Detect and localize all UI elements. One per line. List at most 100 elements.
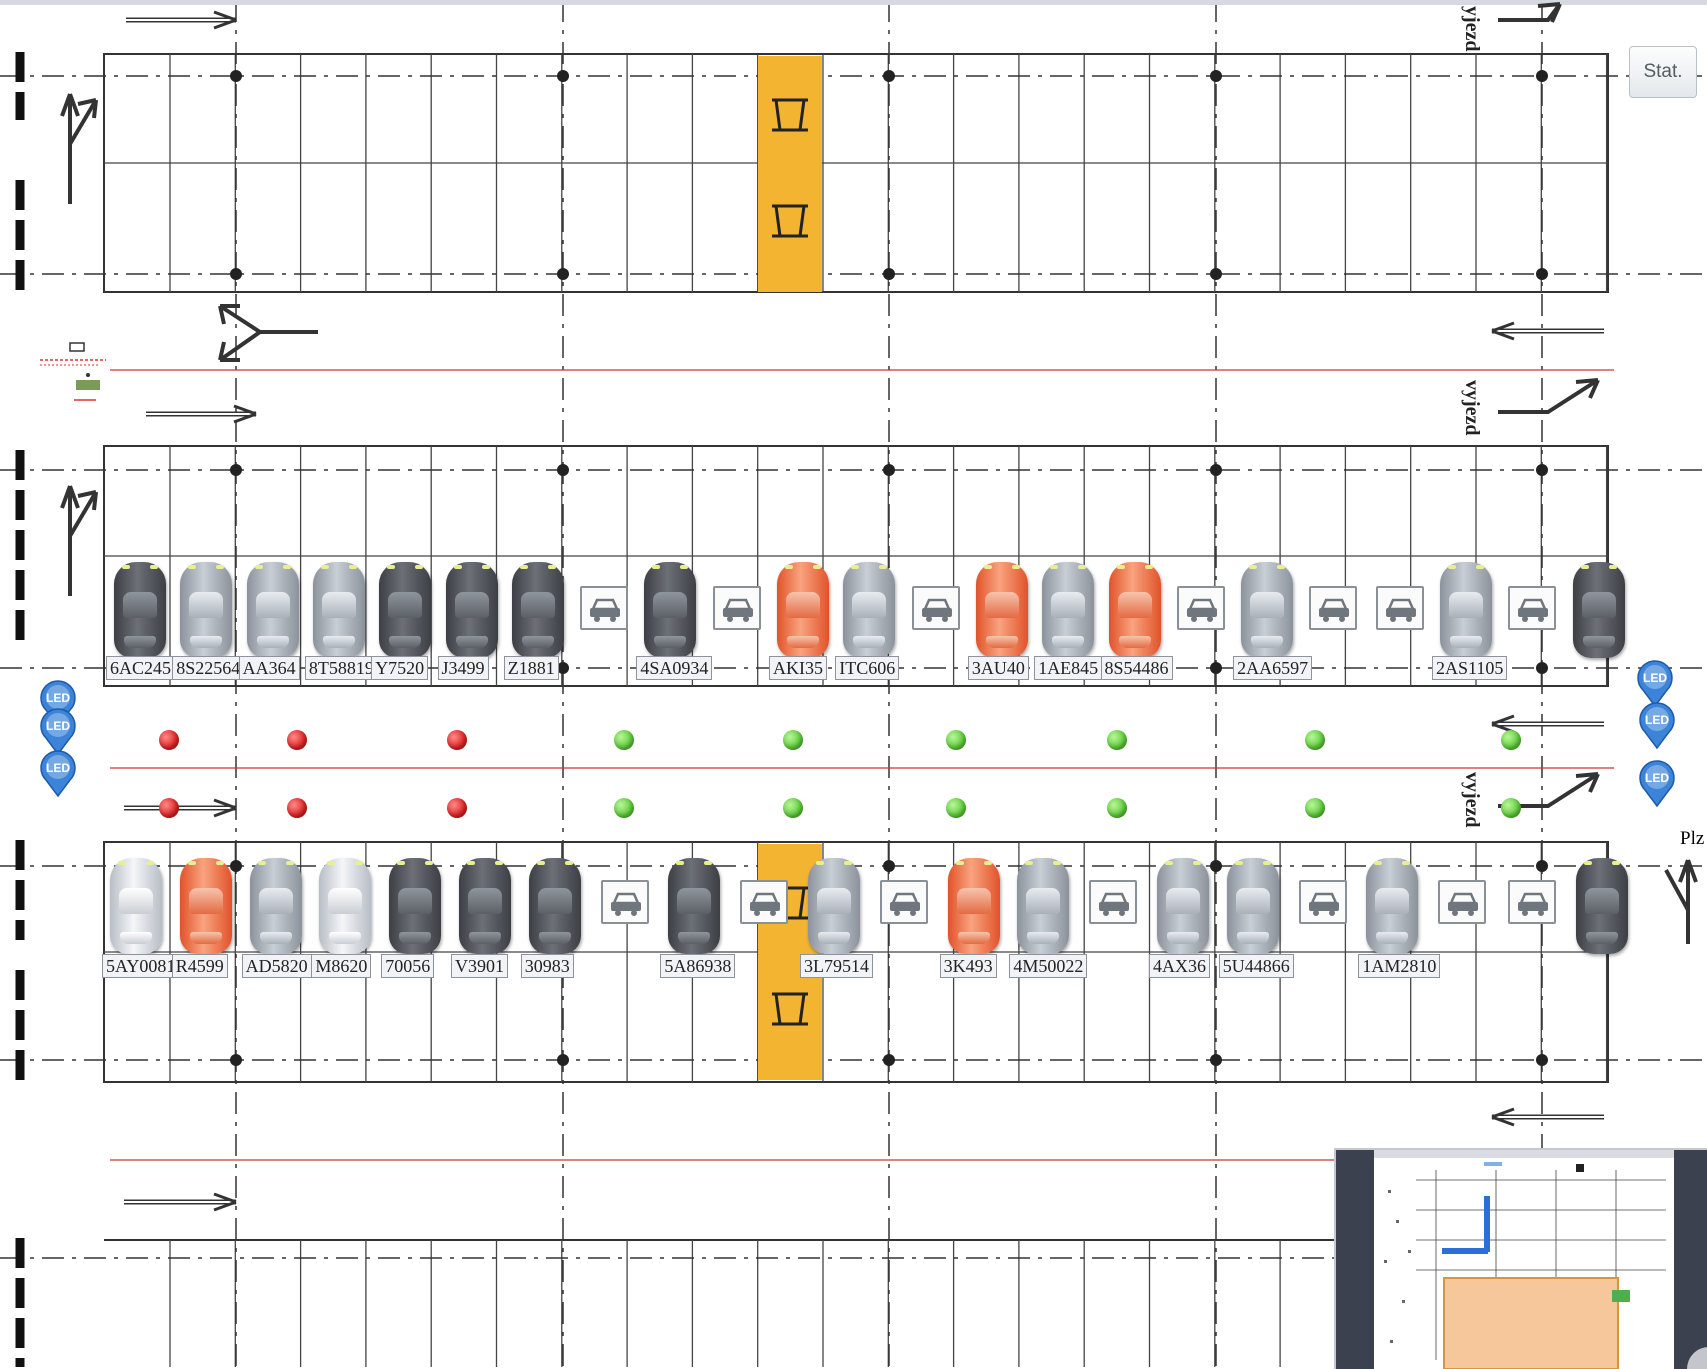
- occupied-indicator: [287, 730, 307, 750]
- column: [1210, 268, 1222, 280]
- license-plate: 5AY0081: [102, 954, 180, 978]
- license-plate: 4AX36: [1149, 954, 1210, 978]
- parked-car[interactable]: [179, 858, 232, 954]
- free-slot-icon[interactable]: [1375, 586, 1424, 630]
- parked-car[interactable]: [246, 562, 299, 658]
- parked-car[interactable]: [389, 858, 442, 954]
- arrow-left-icon: [1491, 714, 1604, 734]
- parked-car[interactable]: [777, 562, 829, 658]
- free-slot-icon[interactable]: [1089, 880, 1138, 924]
- fork-arrow-icon: [1664, 859, 1698, 944]
- parked-car[interactable]: [312, 562, 365, 658]
- license-plate: 5A86938: [660, 954, 736, 978]
- free-slot-icon[interactable]: [1508, 586, 1557, 630]
- parked-car[interactable]: [947, 858, 1000, 954]
- parked-car[interactable]: [644, 562, 697, 658]
- svg-text:LED: LED: [1645, 771, 1669, 785]
- parked-car[interactable]: [180, 562, 233, 658]
- parked-car[interactable]: [379, 562, 432, 658]
- exit-label-top: yjezd: [1461, 6, 1483, 52]
- parked-car[interactable]: [1017, 858, 1070, 954]
- exit-arrow-icon: [1498, 378, 1600, 414]
- license-plate: M8620: [311, 954, 372, 978]
- column: [230, 70, 242, 82]
- parked-car[interactable]: [114, 562, 166, 658]
- parked-car[interactable]: [1157, 858, 1209, 954]
- free-slot-icon[interactable]: [911, 586, 960, 630]
- arrow-right-icon: [124, 1192, 237, 1212]
- free-slot-icon[interactable]: [580, 586, 629, 630]
- parked-car[interactable]: [1226, 858, 1279, 954]
- license-plate: ITC606: [835, 656, 900, 680]
- fork-arrow-icon: [218, 304, 318, 362]
- parked-car[interactable]: [528, 858, 581, 954]
- license-plate: 30983: [520, 954, 574, 978]
- free-indicator: [614, 730, 634, 750]
- column: [1536, 268, 1548, 280]
- parked-car[interactable]: [668, 858, 721, 954]
- parked-car[interactable]: [249, 858, 302, 954]
- led-marker-icon[interactable]: LED: [1637, 702, 1677, 750]
- free-indicator: [1107, 730, 1127, 750]
- free-slot-icon[interactable]: [1298, 880, 1347, 924]
- column: [883, 860, 895, 872]
- minimap[interactable]: [1334, 1148, 1707, 1369]
- parked-car[interactable]: [445, 562, 498, 658]
- column: [1536, 860, 1548, 872]
- fork-arrow-icon: [60, 485, 98, 596]
- parking-block: [103, 53, 1609, 293]
- parked-car[interactable]: [459, 858, 511, 954]
- free-slot-icon[interactable]: [600, 880, 649, 924]
- free-slot-icon[interactable]: [740, 880, 789, 924]
- stat-button[interactable]: Stat.: [1629, 46, 1697, 98]
- parked-car[interactable]: [1108, 562, 1161, 658]
- parked-car[interactable]: [1440, 562, 1492, 658]
- led-marker-icon[interactable]: LED: [38, 750, 78, 798]
- led-marker-icon[interactable]: LED: [1635, 660, 1675, 708]
- free-indicator: [946, 798, 966, 818]
- arrow-right-icon: [126, 10, 237, 30]
- parked-car[interactable]: [1575, 858, 1628, 954]
- license-plate: 70056: [381, 954, 435, 978]
- pedestrian-symbol: [772, 98, 808, 132]
- parked-car[interactable]: [1366, 858, 1419, 954]
- free-slot-icon[interactable]: [879, 880, 928, 924]
- arrow-left-icon: [1491, 1107, 1604, 1127]
- free-slot-icon[interactable]: [1309, 586, 1358, 630]
- led-marker-icon[interactable]: LED: [1637, 760, 1677, 808]
- exit-label-middle: vyjezd: [1461, 380, 1483, 436]
- parked-car[interactable]: [808, 858, 860, 954]
- parked-car[interactable]: [1572, 562, 1625, 658]
- free-indicator: [1305, 730, 1325, 750]
- free-slot-icon[interactable]: [1508, 880, 1556, 924]
- parked-car[interactable]: [843, 562, 896, 658]
- column: [1210, 464, 1222, 476]
- column: [557, 268, 569, 280]
- parked-car[interactable]: [319, 858, 372, 954]
- arrow-right-icon: [124, 798, 237, 818]
- parked-car[interactable]: [1042, 562, 1095, 658]
- license-plate: 2AS1105: [1432, 656, 1508, 680]
- parked-car[interactable]: [110, 858, 162, 954]
- free-indicator: [946, 730, 966, 750]
- column: [1536, 1054, 1548, 1066]
- free-slot-icon[interactable]: [1438, 880, 1487, 924]
- arrow-left-icon: [1491, 321, 1604, 341]
- parked-car[interactable]: [511, 562, 564, 658]
- occupied-indicator: [159, 730, 179, 750]
- column: [230, 464, 242, 476]
- license-plate: Y7520: [371, 656, 429, 680]
- license-plate: 3K493: [939, 954, 997, 978]
- parked-car[interactable]: [975, 562, 1028, 658]
- parked-car[interactable]: [1241, 562, 1294, 658]
- column: [230, 1054, 242, 1066]
- license-plate: 3AU40: [967, 656, 1029, 680]
- led-marker-icon[interactable]: LED: [38, 708, 78, 756]
- license-plate: 4M50022: [1009, 954, 1088, 978]
- pedestrian-symbol: [772, 204, 808, 238]
- license-plate: R4599: [171, 954, 228, 978]
- free-slot-icon[interactable]: [1176, 586, 1225, 630]
- column: [1210, 70, 1222, 82]
- led-marker-icon[interactable]: LED: [38, 680, 78, 728]
- free-slot-icon[interactable]: [712, 586, 761, 630]
